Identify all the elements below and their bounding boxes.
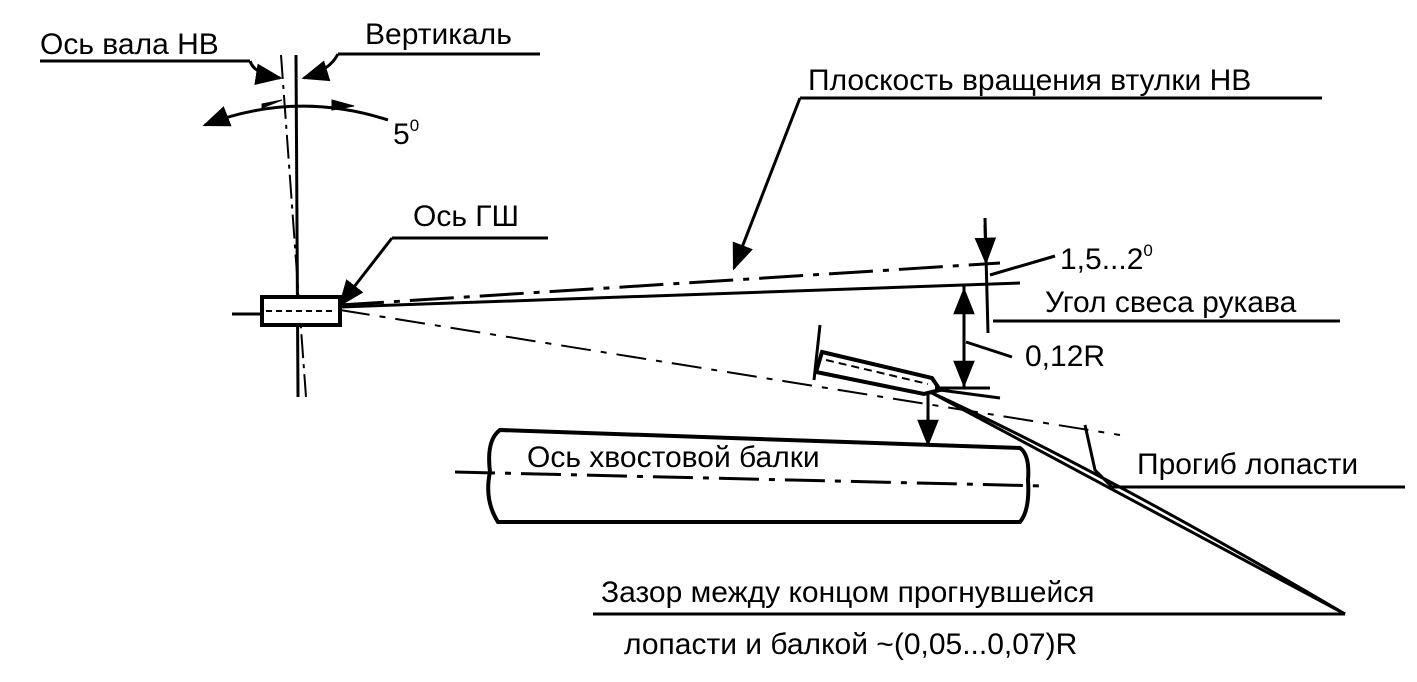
deflected-blade-top bbox=[939, 388, 1001, 400]
tilt-angle-value: 5 bbox=[393, 118, 410, 151]
blade-root-inner bbox=[825, 359, 929, 385]
cone-angle-value: 1,5...2 bbox=[1060, 243, 1144, 276]
label-tilt-angle: 50 bbox=[393, 117, 419, 151]
label-cone-angle: 1,5...20 bbox=[1060, 242, 1153, 276]
hub-shaft-axis-line bbox=[280, 54, 307, 398]
rotation-plane-line bbox=[339, 261, 1001, 307]
tilt-arc-marker-left bbox=[261, 99, 283, 109]
leader-rotation-plane bbox=[732, 97, 802, 271]
tilt-arc-marker-right bbox=[331, 99, 355, 111]
leader-vertical bbox=[301, 53, 340, 82]
label-clearance-line1: Зазор между концом прогнувшейся bbox=[601, 576, 1095, 609]
vertical-line bbox=[294, 54, 300, 398]
cone-dim-arrow bbox=[974, 224, 997, 265]
leader-clearance bbox=[931, 391, 1346, 616]
deflected-blade bbox=[929, 390, 1346, 616]
label-tail-boom-axis: Ось хвостовой балки bbox=[527, 441, 820, 474]
blade-dashdot-line bbox=[339, 309, 1121, 436]
blade-root-start bbox=[812, 324, 822, 381]
leader-cone-angle bbox=[989, 254, 1056, 277]
label-droop-angle: Угол свеса рукава bbox=[1045, 286, 1297, 319]
label-hinge-axis: Ось ГШ bbox=[413, 200, 520, 233]
leader-droop-value bbox=[965, 340, 1013, 359]
tail-boom bbox=[486, 427, 1031, 524]
arm-line bbox=[339, 281, 1021, 309]
leader-hinge-axis bbox=[338, 237, 394, 308]
label-rotation-plane: Плоскость вращения втулки НВ bbox=[808, 64, 1252, 97]
tail-boom-axis-line bbox=[454, 470, 1046, 488]
label-clearance-line2: лопасти и балкой ~(0,05...0,07)R bbox=[624, 628, 1078, 661]
leader-hub-shaft-axis bbox=[248, 60, 283, 85]
cone-angle-unit: 0 bbox=[1143, 241, 1153, 260]
label-droop-value: 0,12R bbox=[1025, 340, 1106, 373]
label-hub-shaft-axis: Ось вала НВ bbox=[40, 28, 219, 61]
tilt-angle-arc bbox=[202, 104, 389, 127]
tilt-angle-unit: 0 bbox=[409, 116, 420, 135]
label-vertical: Вертикаль bbox=[365, 18, 512, 51]
label-blade-deflection: Прогиб лопасти bbox=[1137, 448, 1359, 481]
